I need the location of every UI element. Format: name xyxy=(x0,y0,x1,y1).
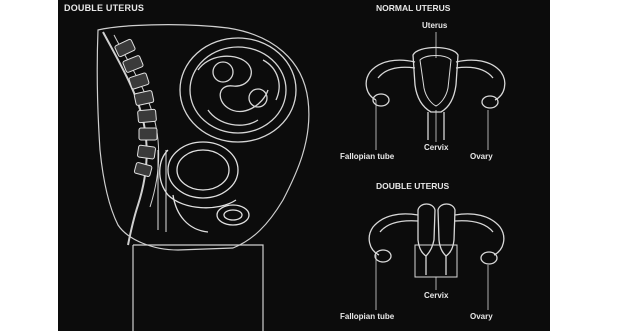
double-ovary-label: Ovary xyxy=(470,313,493,321)
double-right-ovary xyxy=(481,252,497,264)
normal-fallopian-tube-label: Fallopian tube xyxy=(340,153,394,161)
double-uterus-illustration xyxy=(58,0,550,331)
normal-cervix-label: Cervix xyxy=(424,144,448,152)
normal-panel-title: NORMAL UTERUS xyxy=(376,4,450,13)
diagram-frame: DOUBLE UTERUS NORMAL UTERUS Uterus Cervi… xyxy=(58,0,550,331)
normal-uterus-label: Uterus xyxy=(422,22,447,30)
double-cervix-label: Cervix xyxy=(424,292,448,300)
double-uterus-right-body xyxy=(438,204,455,256)
double-left-ovary xyxy=(375,250,391,262)
normal-ovary-label: Ovary xyxy=(470,153,493,161)
double-fallopian-tube-label: Fallopian tube xyxy=(340,313,394,321)
double-panel-title: DOUBLE UTERUS xyxy=(376,182,449,191)
double-uterus-left-body xyxy=(418,204,435,256)
figure-title: DOUBLE UTERUS xyxy=(64,4,144,13)
